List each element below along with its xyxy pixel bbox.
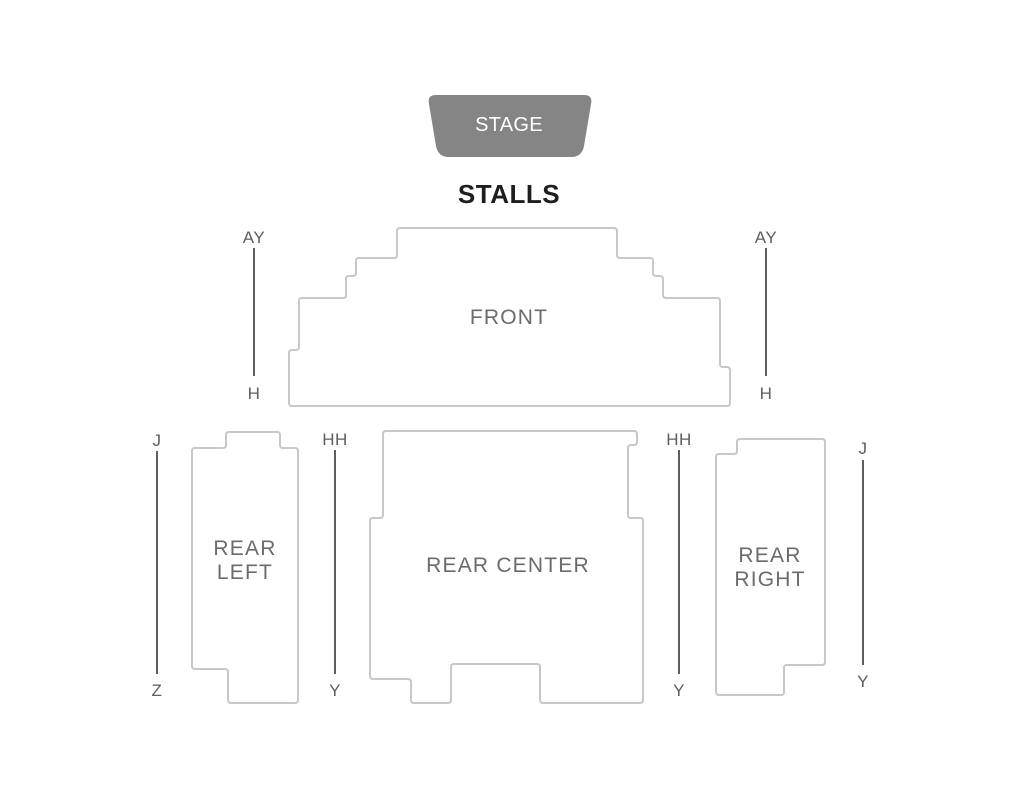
row-start-rear-far-right: J [858,439,868,458]
row-start-rear-far-left: J [152,431,162,450]
row-end-front-left: H [247,384,261,403]
section-rear-left[interactable] [191,431,299,704]
row-start-rear-inner-left: HH [322,430,348,449]
row-end-rear-inner-right: Y [673,681,685,700]
section-label-rear-right-line2: RIGHT [734,568,806,591]
section-label-rear-right: REAR RIGHT [734,544,805,592]
section-label-front: FRONT [469,306,549,329]
row-end-rear-far-left: Z [151,681,163,700]
row-start-front-right: AY [754,228,778,247]
section-label-rear-left-line2: LEFT [216,561,274,584]
row-end-front-right: H [759,384,773,403]
stage-label: STAGE [475,114,543,136]
row-end-rear-far-right: Y [857,672,869,691]
section-label-rear-center: REAR CENTER [426,554,590,577]
section-label-rear-left-line1: REAR [213,537,277,560]
row-end-rear-inner-left: Y [329,681,341,700]
row-start-front-left: AY [242,228,266,247]
row-start-rear-inner-right: HH [666,430,692,449]
section-rear-center[interactable] [369,430,644,704]
stage-shape [428,95,592,157]
section-label-rear-left: REAR LEFT [213,537,276,585]
section-label-rear-right-line1: REAR [738,544,802,567]
area-title: STALLS [457,179,561,209]
section-rear-right[interactable] [715,438,826,696]
section-front[interactable] [288,227,731,407]
